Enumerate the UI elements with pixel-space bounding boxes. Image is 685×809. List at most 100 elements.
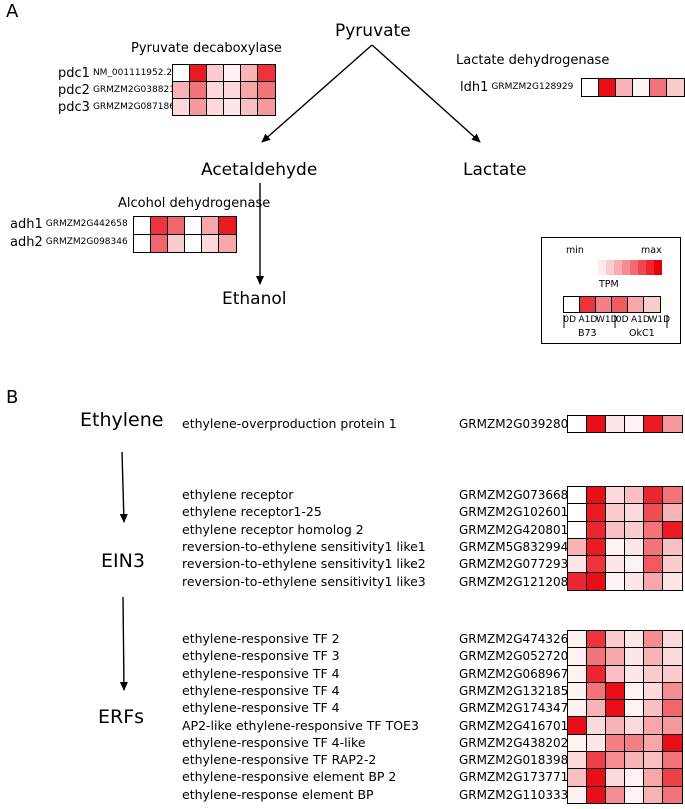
heatmap-cell <box>587 521 606 538</box>
heatmap-row <box>568 717 682 735</box>
heatmap-cell <box>151 235 168 252</box>
gene-description: ethylene-responsive TF 4 <box>182 682 340 698</box>
heatmap-cell <box>644 504 663 521</box>
heatmap-cell <box>587 504 606 521</box>
heatmap-cell <box>568 717 587 734</box>
gene-description: reversion-to-ethylene sensitivity1 like3 <box>182 573 426 589</box>
gene-description: reversion-to-ethylene sensitivity1 like1 <box>182 538 426 554</box>
heatmap-cell <box>663 504 682 521</box>
heatmap-cell <box>606 416 625 433</box>
legend-example-cell <box>644 297 660 312</box>
stage-erfs: ERFs <box>98 706 145 728</box>
legend-example-cell <box>564 297 580 312</box>
heatmap-cell <box>667 79 684 96</box>
heatmap-cell <box>587 573 606 590</box>
legend-example-cell <box>628 297 644 312</box>
heatmap-cell <box>625 416 644 433</box>
stage-ethylene: Ethylene <box>80 409 164 431</box>
heatmap-cell <box>587 665 606 682</box>
legend-example-cell <box>580 297 596 312</box>
heatmap-cell <box>663 786 682 803</box>
heatmap-cell <box>644 416 663 433</box>
gene-name: adh2 <box>10 234 43 250</box>
heatmap-row <box>568 734 682 753</box>
gene-id: GRMZM2G052720 <box>459 649 569 664</box>
gene-id: GRMZM2G132185 <box>459 683 569 698</box>
gene-id: GRMZM2G420801 <box>459 522 569 537</box>
heatmap-cell <box>568 769 587 786</box>
heatmap-cell <box>599 79 616 96</box>
heatmap-cell <box>587 786 606 803</box>
gene-description: ethylene-responsive TF 2 <box>182 631 340 646</box>
heatmap-cell <box>644 648 663 665</box>
gene-label-pdc3: pdc3 GRMZM2G087186 <box>58 99 175 115</box>
heatmap-cell <box>207 82 224 98</box>
heatmap-cell <box>663 648 682 665</box>
legend-example-cell <box>612 297 628 312</box>
heatmap-cell <box>606 734 625 752</box>
legend-color-gradient <box>598 260 662 275</box>
heatmap-cell <box>663 717 682 734</box>
legend-group-okc1: OkC1 <box>629 328 655 339</box>
heatmap-cell <box>633 79 650 96</box>
legend-max-label: max <box>641 245 662 256</box>
legend-gradient-step <box>638 260 646 275</box>
gene-label-pdc2: pdc2 GRMZM2G038821 <box>58 82 175 98</box>
heatmap-cell <box>644 734 663 752</box>
heatmap-cell <box>568 682 587 700</box>
heatmap-row-pdc2 <box>173 82 275 99</box>
heatmap-cell <box>587 769 606 786</box>
gene-description: AP2-like ethylene-responsive TF TOE3 <box>182 717 419 733</box>
legend-gradient-step <box>614 260 622 275</box>
heatmap-cell <box>568 521 587 538</box>
heatmap-cell <box>606 538 625 556</box>
heatmap-cell <box>258 82 275 98</box>
heatmap-cell <box>644 665 663 682</box>
heatmap-row <box>568 521 682 539</box>
heatmap-cell <box>625 648 644 665</box>
heatmap-row <box>568 700 682 718</box>
gene-id: GRMZM2G442658 <box>45 219 128 229</box>
legend-gradient-step <box>622 260 630 275</box>
heatmap-row <box>568 556 682 574</box>
heatmap-row <box>568 504 682 522</box>
heatmap-cell <box>190 82 207 98</box>
legend-tpm-label: TPM <box>599 279 619 290</box>
gene-id: GRMZM2G416701 <box>459 718 569 733</box>
heatmap-cell <box>663 682 682 700</box>
adh-title: Alcohol dehydrogenase <box>118 196 271 211</box>
heatmap-row <box>568 786 682 803</box>
ldh-title: Lactate dehydrogenase <box>456 53 610 68</box>
heatmap-cell <box>134 217 151 234</box>
heatmap-cell <box>625 786 644 803</box>
gene-label-ldh1: ldh1 GRMZM2G128929 <box>460 79 573 95</box>
heatmap-cell <box>625 573 644 590</box>
gene-description: ethylene receptor <box>182 487 294 502</box>
heatmap-cell <box>625 504 644 521</box>
heatmap-cell <box>258 65 275 81</box>
legend-gradient-step <box>654 260 662 275</box>
heatmap-cell <box>625 521 644 538</box>
heatmap-cell <box>568 700 587 717</box>
heatmap-cell <box>663 416 682 433</box>
gene-description: ethylene-responsive TF 3 <box>182 648 340 664</box>
heatmap-adh <box>133 216 237 253</box>
gene-id: GRMZM2G068967 <box>459 666 569 681</box>
gene-description: ethylene-responsive TF 4 <box>182 700 340 716</box>
legend-group-b73: B73 <box>578 328 597 339</box>
gene-description: ethylene-response element BP <box>182 786 374 802</box>
heatmap-cell <box>587 416 606 433</box>
heatmap-cell <box>625 487 644 504</box>
heatmap-cell <box>625 538 644 556</box>
heatmap-cell <box>568 752 587 769</box>
gene-id: GRMZM2G474326 <box>459 632 569 646</box>
heatmap-cell <box>644 556 663 573</box>
gene-id: GRMZM2G438202 <box>459 735 569 750</box>
heatmap-cell <box>587 752 606 769</box>
heatmap-cell <box>568 648 587 665</box>
panel-b-label: B <box>6 387 19 408</box>
heatmap-cell <box>168 217 185 234</box>
heatmap-cell <box>663 521 682 538</box>
heatmap-row-pdc1 <box>173 65 275 82</box>
